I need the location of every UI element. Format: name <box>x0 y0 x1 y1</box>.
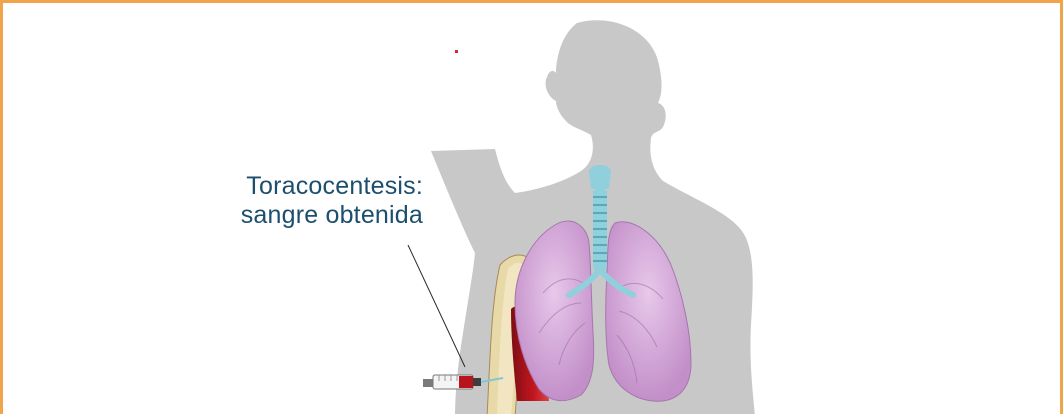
procedure-caption: Toracocentesis: sangre obtenida <box>241 172 423 230</box>
red-dot-mark <box>455 50 458 53</box>
thoracentesis-illustration <box>3 3 1063 414</box>
caption-line-1: Toracocentesis: <box>241 172 423 201</box>
caption-line-2: sangre obtenida <box>241 201 423 230</box>
leader-line <box>408 245 465 367</box>
